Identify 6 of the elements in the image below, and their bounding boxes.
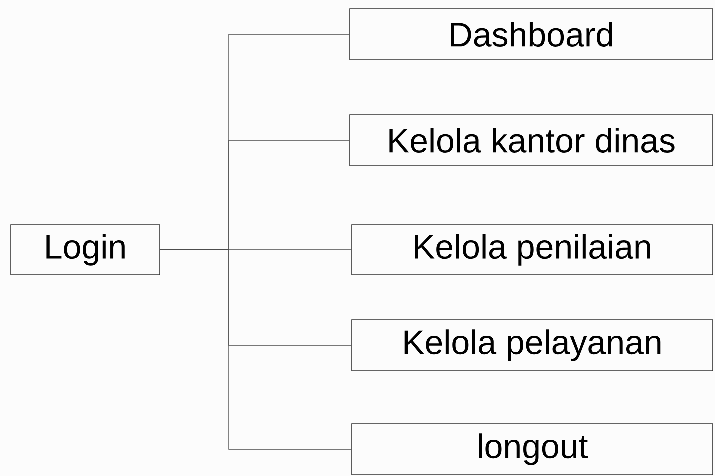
login-box: Login [10,224,160,276]
menu-box: Kelola pelayanan [352,320,714,372]
menu-box: Dashboard [350,8,714,60]
menu-box: Kelola kantor dinas [350,114,714,166]
menu-box: longout [352,424,714,476]
menu-box: Kelola penilaian [352,224,714,276]
